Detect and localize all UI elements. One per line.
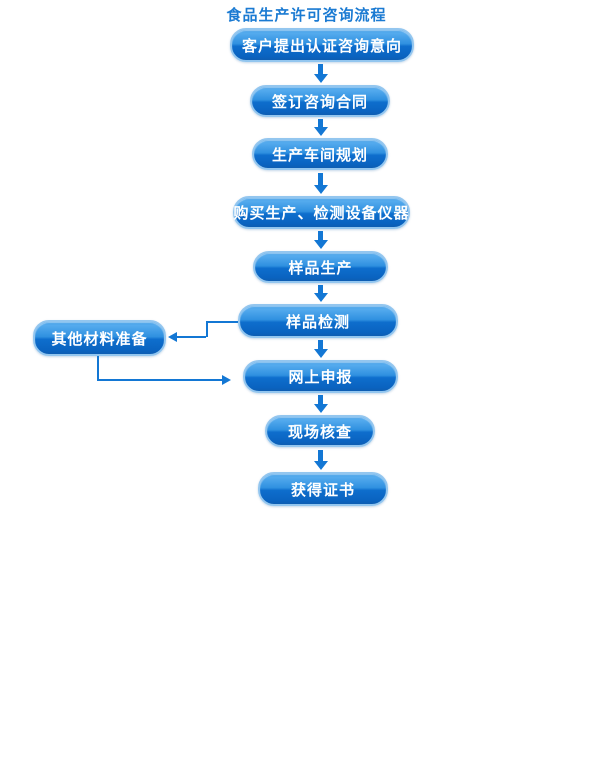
down-arrow-icon [314,64,328,83]
connector-line [97,356,99,380]
right-arrow-icon [222,375,231,385]
step-workshop-planning: 生产车间规划 [252,138,388,170]
down-arrow-icon [314,395,328,413]
down-arrow-icon [314,231,328,249]
step-onsite-inspection: 现场核查 [265,415,375,447]
page-title: 食品生产许可咨询流程 [226,7,387,24]
step-customer-consult-intent: 客户提出认证咨询意向 [230,28,414,62]
step-purchase-equipment: 购买生产、检测设备仪器 [233,196,410,229]
left-arrow-icon [168,332,177,342]
connector-line [97,379,222,381]
down-arrow-icon [314,119,328,136]
connector-line [206,321,208,337]
step-online-application: 网上申报 [243,360,398,393]
connector-line [206,321,238,323]
step-sign-contract: 签订咨询合同 [250,85,390,117]
down-arrow-icon [314,340,328,358]
step-sample-production: 样品生产 [253,251,388,283]
step-sample-testing: 样品检测 [238,304,398,338]
down-arrow-icon [314,285,328,302]
down-arrow-icon [314,173,328,194]
down-arrow-icon [314,450,328,470]
step-obtain-certificate: 获得证书 [258,472,388,506]
connector-line [176,336,206,338]
step-other-materials: 其他材料准备 [33,320,166,356]
